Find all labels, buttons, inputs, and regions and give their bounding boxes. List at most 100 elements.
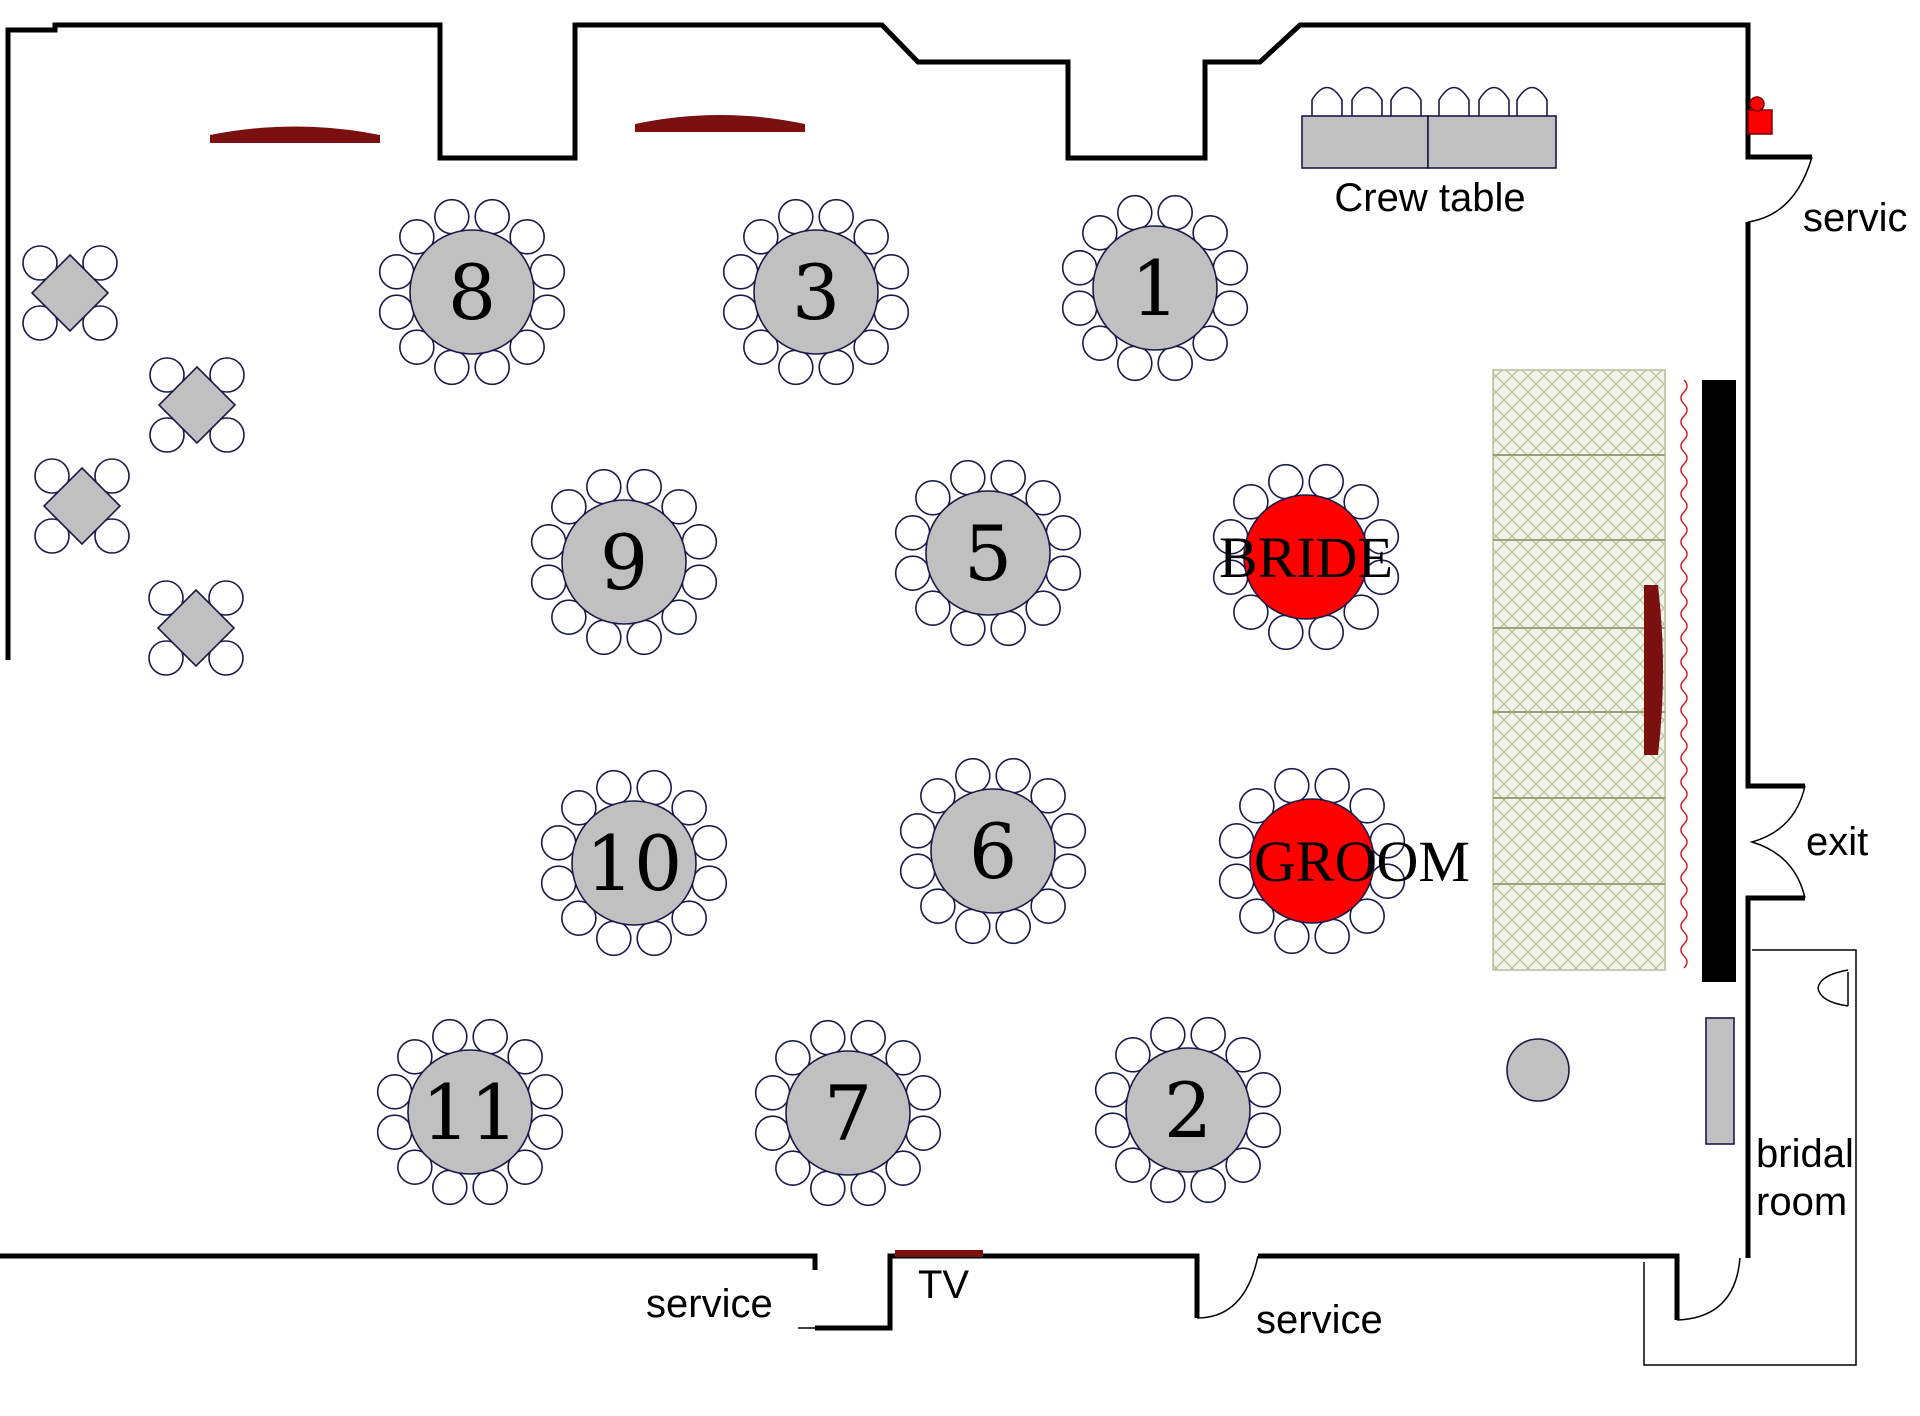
chair-icon: [754, 1075, 791, 1111]
wall-right-lower: [1745, 895, 1805, 1258]
chair-icon: [530, 524, 567, 560]
chair-icon: [1050, 853, 1087, 889]
table-number: 9: [600, 518, 648, 607]
chair-icon: [507, 1149, 543, 1185]
fixtures: [1506, 1017, 1735, 1145]
chair-icon: [661, 599, 697, 635]
table-2: 2: [1094, 1016, 1282, 1204]
chair-icon: [94, 458, 130, 494]
chair-icon: [551, 599, 587, 635]
chair-icon: [1212, 250, 1249, 286]
chair-icon: [810, 1170, 846, 1207]
chair-icon: [691, 865, 728, 901]
cocktail-table: [22, 245, 118, 341]
chair-icon: [1314, 918, 1350, 955]
chair-icon: [681, 564, 718, 600]
chair-icon: [950, 610, 986, 647]
tv-label: TV: [918, 1263, 969, 1307]
bridal-room-label-line2: room: [1756, 1180, 1847, 1224]
chair-icon: [636, 769, 672, 806]
chair-icon: [596, 769, 632, 806]
chair-icon: [148, 580, 184, 616]
chair-icon: [778, 198, 814, 235]
chair-icon: [561, 900, 597, 936]
chair-icon: [990, 610, 1026, 647]
head-table-backdrop: [1702, 380, 1736, 982]
chair-icon: [691, 825, 728, 861]
round-table-icon: [1125, 1047, 1251, 1173]
stage-platform-hatch: [1492, 369, 1666, 971]
chair-icon: [208, 640, 244, 676]
chair-icon: [149, 357, 185, 393]
table-11: 11: [376, 1018, 564, 1206]
chair-icon: [775, 1040, 811, 1076]
chair-icon: [509, 329, 545, 365]
chair-icon: [1390, 86, 1422, 118]
door-icon: [1747, 156, 1813, 223]
chair-icon: [915, 590, 951, 626]
round-table-icon: [785, 1050, 911, 1176]
chair-icon: [34, 458, 70, 494]
chair-icon: [472, 1169, 508, 1206]
table-number: 1: [1131, 244, 1179, 333]
chair-icon: [94, 518, 130, 554]
chair-icon: [586, 619, 622, 656]
chair-icon: [885, 1150, 921, 1186]
chair-icon: [1061, 290, 1098, 326]
chair-icon: [1045, 555, 1082, 591]
chair-icon: [149, 417, 185, 453]
cocktail-table: [149, 357, 245, 453]
chair-icon: [434, 198, 470, 235]
chair-icon: [1190, 1167, 1226, 1204]
chair-icon: [1117, 345, 1153, 382]
chair-icon: [507, 1039, 543, 1075]
chair-icon: [853, 329, 889, 365]
chair-icon: [596, 920, 632, 957]
chair-icon: [1351, 86, 1383, 118]
round-table-icon: [571, 800, 697, 926]
chair-icon: [586, 468, 622, 505]
round-table-icon: [1249, 798, 1375, 924]
chair-icon: [399, 219, 435, 255]
chair-icon: [1268, 614, 1304, 651]
chair-icon: [1157, 194, 1193, 231]
crew-table-left: [1301, 115, 1429, 169]
chair-icon: [1308, 614, 1344, 651]
chair-icon: [1190, 1016, 1226, 1053]
chair-icon: [378, 294, 415, 330]
chair-icon: [561, 790, 597, 826]
window-accent: [635, 115, 805, 132]
chair-icon: [810, 1019, 846, 1056]
chair-icon: [1239, 788, 1275, 824]
chair-icon: [899, 813, 936, 849]
exit-label: exit: [1806, 820, 1868, 864]
crew-table-label: Crew table: [1334, 176, 1525, 220]
table-3: 3: [722, 198, 910, 386]
round-table-icon: [407, 1049, 533, 1175]
chair-icon: [1233, 484, 1269, 520]
chair-icon: [376, 1114, 413, 1150]
round-table-icon: [930, 788, 1056, 914]
chair-icon: [1245, 1072, 1282, 1108]
wall-right-upper: [1745, 222, 1805, 789]
chair-icon: [626, 619, 662, 656]
chair-icon: [920, 778, 956, 814]
door-icon: [1196, 1255, 1259, 1319]
wall-top: [5, 22, 1812, 660]
chair-icon: [540, 825, 577, 861]
square-table-icon: [42, 466, 122, 546]
cake-table: [1506, 1038, 1570, 1102]
chair-icon: [530, 564, 567, 600]
chair-icon: [1030, 778, 1066, 814]
chair-icon: [950, 459, 986, 496]
bridal-room-label-line1: bridal: [1756, 1132, 1854, 1176]
chair-icon: [1478, 86, 1510, 118]
chair-icon: [1349, 788, 1385, 824]
chair-icon: [818, 198, 854, 235]
chair-icon: [527, 1114, 564, 1150]
window-accent: [210, 126, 380, 143]
chair-icon: [378, 254, 415, 290]
chair-icon: [1025, 480, 1061, 516]
chair-icon: [1115, 1037, 1151, 1073]
chair-icon: [1343, 484, 1379, 520]
